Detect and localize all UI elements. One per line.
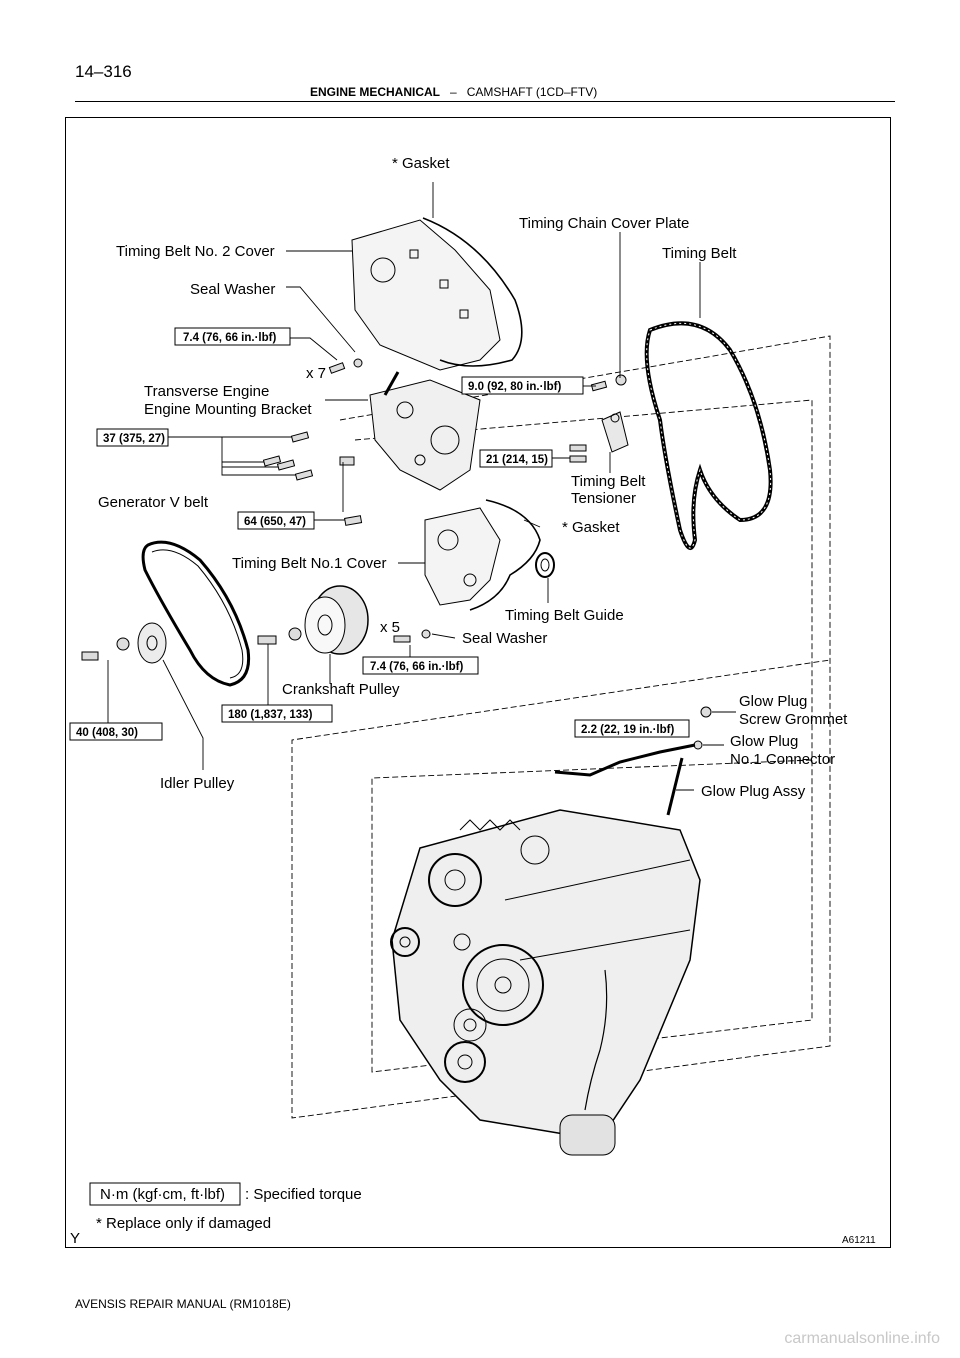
label-glow-plug-grommet-1: Glow Plug [739, 693, 807, 710]
label-transverse-bracket-1: Transverse Engine [144, 383, 269, 400]
torque-180: 180 (1,837, 133) [228, 709, 313, 721]
label-idler-pulley: Idler Pulley [160, 775, 235, 792]
label-tensioner-1: Timing Belt [571, 473, 646, 490]
label-glow-plug-grommet-2: Screw Grommet [739, 711, 848, 728]
label-seal-washer-mid: Seal Washer [462, 630, 547, 647]
timing-belt [644, 321, 773, 550]
label-timing-belt-no1-cover: Timing Belt No.1 Cover [232, 555, 387, 572]
diagram-frame [65, 117, 891, 1248]
corner-mark-left: Y [70, 1230, 80, 1247]
section-header: ENGINE MECHANICAL – CAMSHAFT (1CD–FTV) [310, 85, 597, 99]
section-title: ENGINE MECHANICAL [310, 85, 441, 99]
page-number: 14–316 [75, 62, 132, 81]
crankshaft-pulley [304, 585, 369, 655]
label-gasket-mid: * Gasket [562, 519, 620, 536]
legend: N·m (kgf·cm, ft·lbf) : Specified torque … [70, 1182, 876, 1247]
timing-belt-guide [535, 552, 555, 578]
legend-note: * Replace only if damaged [96, 1215, 271, 1232]
label-glow-plug-connector-2: No.1 Connector [730, 751, 835, 768]
engine-block [390, 809, 701, 1156]
torque-21: 21 (214, 15) [486, 454, 548, 466]
label-generator-v-belt: Generator V belt [98, 494, 209, 511]
label-gasket-top: * Gasket [392, 155, 450, 172]
torque-7-4-seal: 7.4 (76, 66 in.·lbf) [370, 661, 463, 673]
watermark: carmanualsonline.info [784, 1330, 940, 1347]
torque-37: 37 (375, 27) [103, 433, 165, 445]
torque-9-0: 9.0 (92, 80 in.·lbf) [468, 381, 561, 393]
footer-manual-id: AVENSIS REPAIR MANUAL (RM1018E) [75, 1297, 291, 1311]
timing-belt-no1-cover [424, 499, 541, 611]
legend-unit-box: N·m (kgf·cm, ft·lbf) [100, 1186, 225, 1203]
label-tensioner-2: Tensioner [571, 490, 636, 507]
label-timing-belt-no2-cover: Timing Belt No. 2 Cover [116, 243, 275, 260]
bolts [81, 358, 627, 661]
label-glow-plug-assy: Glow Plug Assy [701, 783, 806, 800]
torque-40: 40 (408, 30) [76, 727, 138, 739]
label-x7: x 7 [306, 365, 326, 382]
figure-id: A61211 [842, 1235, 876, 1246]
label-timing-chain-cover-plate: Timing Chain Cover Plate [519, 215, 689, 232]
torque-64: 64 (650, 47) [244, 516, 306, 528]
section-separator: – [450, 85, 457, 99]
label-timing-belt: Timing Belt [662, 245, 737, 262]
generator-v-belt [141, 540, 251, 687]
idler-pulley [137, 622, 167, 664]
engine-mounting-bracket [369, 371, 481, 491]
timing-belt-no2-cover [351, 217, 523, 371]
leader-lines [107, 182, 736, 791]
label-crankshaft-pulley: Crankshaft Pulley [282, 681, 400, 698]
label-glow-plug-connector-1: Glow Plug [730, 733, 798, 750]
label-transverse-bracket-2: Engine Mounting Bracket [144, 401, 312, 418]
timing-belt-tensioner [601, 411, 629, 453]
label-timing-belt-guide: Timing Belt Guide [505, 607, 624, 624]
label-x5: x 5 [380, 619, 400, 636]
part-labels: * Gasket Timing Chain Cover Plate Timing… [98, 155, 848, 800]
subsection-title: CAMSHAFT (1CD–FTV) [466, 85, 598, 99]
torque-2-2: 2.2 (22, 19 in.·lbf) [581, 724, 674, 736]
label-seal-washer-top: Seal Washer [190, 281, 275, 298]
torque-specs: 7.4 (76, 66 in.·lbf) 9.0 (92, 80 in.·lbf… [69, 327, 690, 741]
legend-unit-text: : Specified torque [245, 1186, 362, 1203]
glow-plug-parts [554, 706, 712, 816]
header-rule [75, 101, 895, 102]
torque-7-4-cover: 7.4 (76, 66 in.·lbf) [183, 332, 276, 344]
